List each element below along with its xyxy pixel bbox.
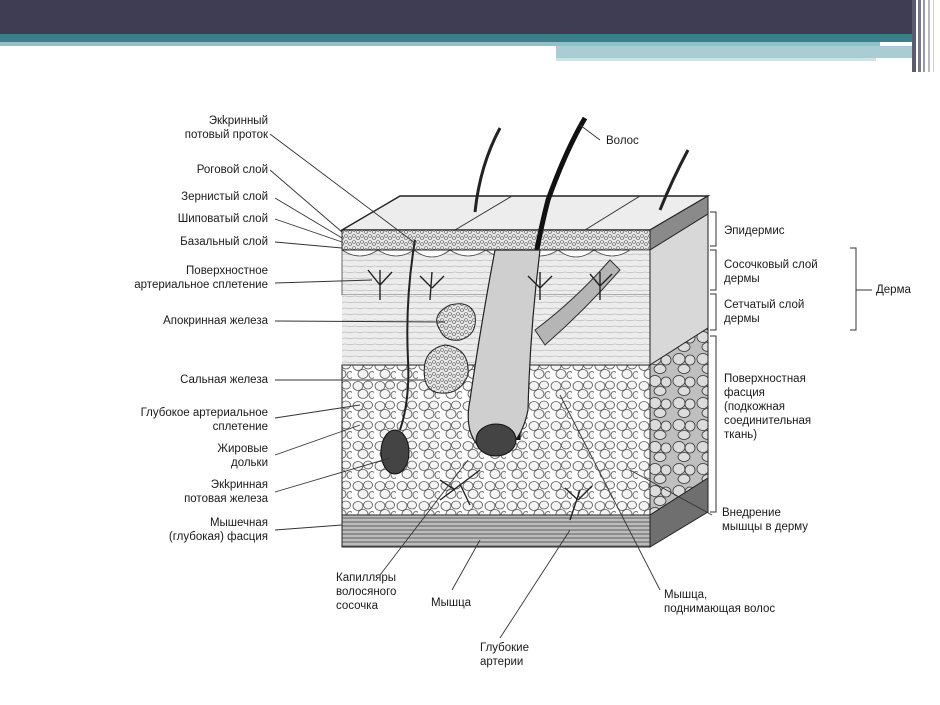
sebaceous-gland-shape [423,344,469,394]
label-stratum-spinosum: Шиповатый слой [177,213,268,225]
slide-corner-line [556,58,876,61]
label-reticular-dermis: Сетчатый слой дермы [724,299,805,325]
label-superficial-fascia: Поверхностная фасция (подкожная соединит… [724,373,812,441]
leader-lines [269,124,713,639]
epidermis-layer [341,229,651,251]
label-papillary-dermis: Сосочковый слой дермы [724,259,818,285]
label-muscle: Мышца [431,597,472,609]
deep-fascia-layer [341,514,651,548]
label-muscle-insertion: Внедрение мышцы в дерму [722,507,809,533]
slide-header-bar [0,0,912,34]
slide-stripe [918,0,921,72]
eccrine-duct [399,239,416,431]
label-stratum-basale: Базальный слой [180,236,268,248]
surface-crease [454,195,513,231]
label-stratum-corneum: Роговой слой [196,164,268,176]
label-eccrine-gland: Экkринная потовая железа [184,479,268,505]
brackets [710,211,872,513]
label-muscle-fascia: Мышечная (глубокая) фасция [168,517,268,543]
vessels [367,269,613,521]
hair-bulb [475,423,517,457]
slide-stripe [928,0,930,72]
label-dermis: Дерма [876,284,911,296]
label-hair: Волос [606,135,639,147]
label-apocrine-gland: Апокринная железа [163,315,268,327]
slide-stripe [933,0,934,72]
slide-corner-block [556,46,912,58]
slide-accent-bar-light [0,42,880,46]
hair-shaft-right [658,149,690,211]
label-papilla-capillaries: Капилляры волосяного сосочка [336,572,397,612]
label-arrector-muscle: Мышца, поднимающая волос [664,589,776,615]
slide-accent-bar [0,34,912,42]
label-epidermis: Эпидермис [724,225,785,237]
surface-crease [584,195,641,231]
label-stratum-granulosum: Зернистый слой [181,191,268,203]
label-fat-lobules: Жировые дольки [217,443,268,469]
label-sebaceous-gland: Сальная железа [180,374,268,386]
arrector-muscle-shape [534,259,621,346]
slide-stripe [923,0,925,72]
label-deep-arteries: Глубокие артерии [480,642,530,668]
label-superficial-plexus: Поверхностное артериальное сплетение [134,265,268,291]
skin-surface [339,195,711,231]
eccrine-gland-shape [380,429,410,475]
hair-shaft-left [473,127,502,213]
label-eccrine-duct: Экkринный потовый проток [184,115,268,141]
label-deep-plexus: Глубокое артериальное сплетение [140,407,268,433]
apocrine-gland-shape [436,303,476,341]
slide-stripe [912,0,916,72]
side-fascia [649,477,709,548]
